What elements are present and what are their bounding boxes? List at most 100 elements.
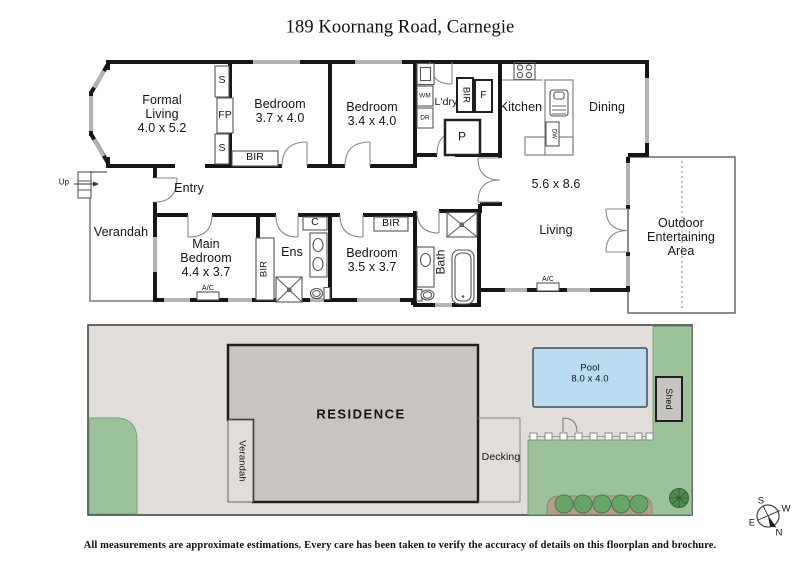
- ac-unit-main-bedroom: [196, 291, 220, 301]
- up-label: Up: [58, 177, 70, 187]
- bir-bedroom4: [373, 216, 409, 232]
- compass-icon: [756, 504, 781, 528]
- bir-main-bedroom: [255, 237, 275, 301]
- verandah-label: Verandah: [93, 225, 149, 239]
- ensuite-toilet-icon: [309, 286, 331, 301]
- wm-label: WM: [419, 92, 431, 100]
- decking-boundary: [478, 417, 521, 503]
- label-line: 8.0 x 4.0: [571, 373, 609, 384]
- bath-shower-icon: [446, 211, 478, 238]
- cupboard-c: [302, 216, 328, 231]
- formal-living-label: Formal Living 4.0 x 5.2: [138, 93, 187, 135]
- compass-north: N: [775, 527, 783, 539]
- bedroom2-label: Bedroom 3.7 x 4.0: [254, 97, 305, 125]
- label-line: Bedroom: [346, 100, 398, 114]
- cooktop-icon: [513, 61, 536, 81]
- entry-label: Entry: [174, 181, 204, 195]
- pantry-label: P: [457, 129, 467, 144]
- dryer-icon: [416, 107, 434, 129]
- pool: [532, 347, 648, 408]
- label-line: Bedroom: [180, 251, 232, 265]
- shed-label: Shed: [664, 388, 675, 410]
- ensuite-vanity-icon: [309, 232, 328, 278]
- bedroom3-label: Bedroom 3.4 x 4.0: [346, 100, 397, 128]
- shed-outline: [655, 376, 683, 422]
- decking-label: Decking: [481, 451, 521, 464]
- ac-label-living: A/C: [542, 275, 554, 283]
- site-verandah-strip: [227, 419, 254, 503]
- label-line: 4.4 x 3.7: [181, 265, 231, 279]
- sink-icon: [549, 89, 569, 117]
- bath-label: Bath: [433, 249, 448, 275]
- ensuite-shower-icon: [275, 276, 303, 303]
- label-line: Outdoor: [658, 216, 704, 230]
- label-line: Pool: [580, 362, 600, 374]
- compass-west: W: [781, 503, 791, 515]
- label-line: 3.7 x 4.0: [255, 111, 305, 125]
- shelf-niche-bottom: [214, 133, 230, 165]
- bir-label-bedroom4: BIR: [382, 217, 400, 230]
- outdoor-entertaining-area: [627, 156, 736, 314]
- residence-label: RESIDENCE: [316, 406, 406, 422]
- ac-unit-living: [536, 282, 560, 292]
- shelf-niche-top: [214, 65, 230, 98]
- laundry-trough-icon: [416, 62, 435, 86]
- pantry: [443, 118, 482, 157]
- compass-east: E: [748, 517, 756, 529]
- pool-fence: [528, 417, 654, 441]
- washing-machine-icon: [416, 85, 434, 107]
- bir-label-laundry: BIR: [460, 86, 472, 104]
- site-plan: [87, 324, 781, 528]
- cupboard-label: C: [311, 216, 319, 229]
- outdoor-area-label: Outdoor Entertaining Area: [647, 216, 715, 258]
- label-line: Bedroom: [254, 97, 306, 111]
- dining-label: Dining: [588, 100, 626, 114]
- living-label: Living: [539, 223, 573, 237]
- bir-label-main-bedroom: BIR: [258, 260, 270, 278]
- pool-label: Pool 8.0 x 4.0: [571, 363, 608, 384]
- floor-plan: [74, 60, 736, 314]
- living-dims-label: 5.6 x 8.6: [531, 177, 581, 191]
- bir-label-bedroom2: BIR: [246, 151, 264, 164]
- verandah-outline: [74, 171, 155, 302]
- doors: [154, 61, 629, 253]
- fireplace-icon: [216, 97, 234, 134]
- ensuite-label: Ens: [281, 245, 303, 259]
- site-verandah-label: Verandah: [235, 440, 247, 482]
- disclaimer: All measurements are approximate estimat…: [83, 539, 717, 551]
- bedroom4-label: Bedroom 3.5 x 3.7: [346, 246, 397, 274]
- garden-bushes: [554, 494, 649, 514]
- shelf-label-bottom: S: [218, 142, 226, 155]
- page-title: 189 Koornang Road, Carnegie: [285, 17, 515, 38]
- label-line: Area: [667, 244, 695, 258]
- label-line: Living: [145, 107, 179, 121]
- bir-bedroom2: [231, 150, 279, 167]
- label-line: Main: [192, 237, 220, 251]
- label-line: Entertaining: [647, 230, 715, 244]
- label-line: 3.4 x 4.0: [347, 114, 397, 128]
- tree-icon: [669, 488, 689, 508]
- kitchen-label: Kitchen: [499, 100, 543, 114]
- dishwasher-icon: [545, 121, 560, 147]
- compass-needle-north: [768, 515, 777, 528]
- label-line: 4.0 x 5.2: [137, 121, 187, 135]
- residence-outline: [226, 343, 480, 504]
- fixtures: [196, 61, 574, 305]
- dr-label: DR: [420, 114, 430, 122]
- label-line: Formal: [142, 93, 182, 107]
- fridge-space: [474, 79, 493, 113]
- grass-left: [88, 417, 138, 515]
- steps-icon: [77, 171, 92, 199]
- bir-laundry: [456, 77, 474, 113]
- kitchen-bench: [502, 79, 574, 156]
- shelf-label-top: S: [218, 74, 226, 87]
- ac-label-main-bedroom: A/C: [202, 284, 214, 292]
- bath-vanity-icon: [416, 246, 435, 288]
- up-arrow-icon: [74, 181, 99, 187]
- label-line: 3.5 x 3.7: [347, 260, 397, 274]
- dishwasher-label: DW: [549, 128, 556, 140]
- bathtub-icon: [451, 249, 475, 305]
- windows: [89, 60, 649, 307]
